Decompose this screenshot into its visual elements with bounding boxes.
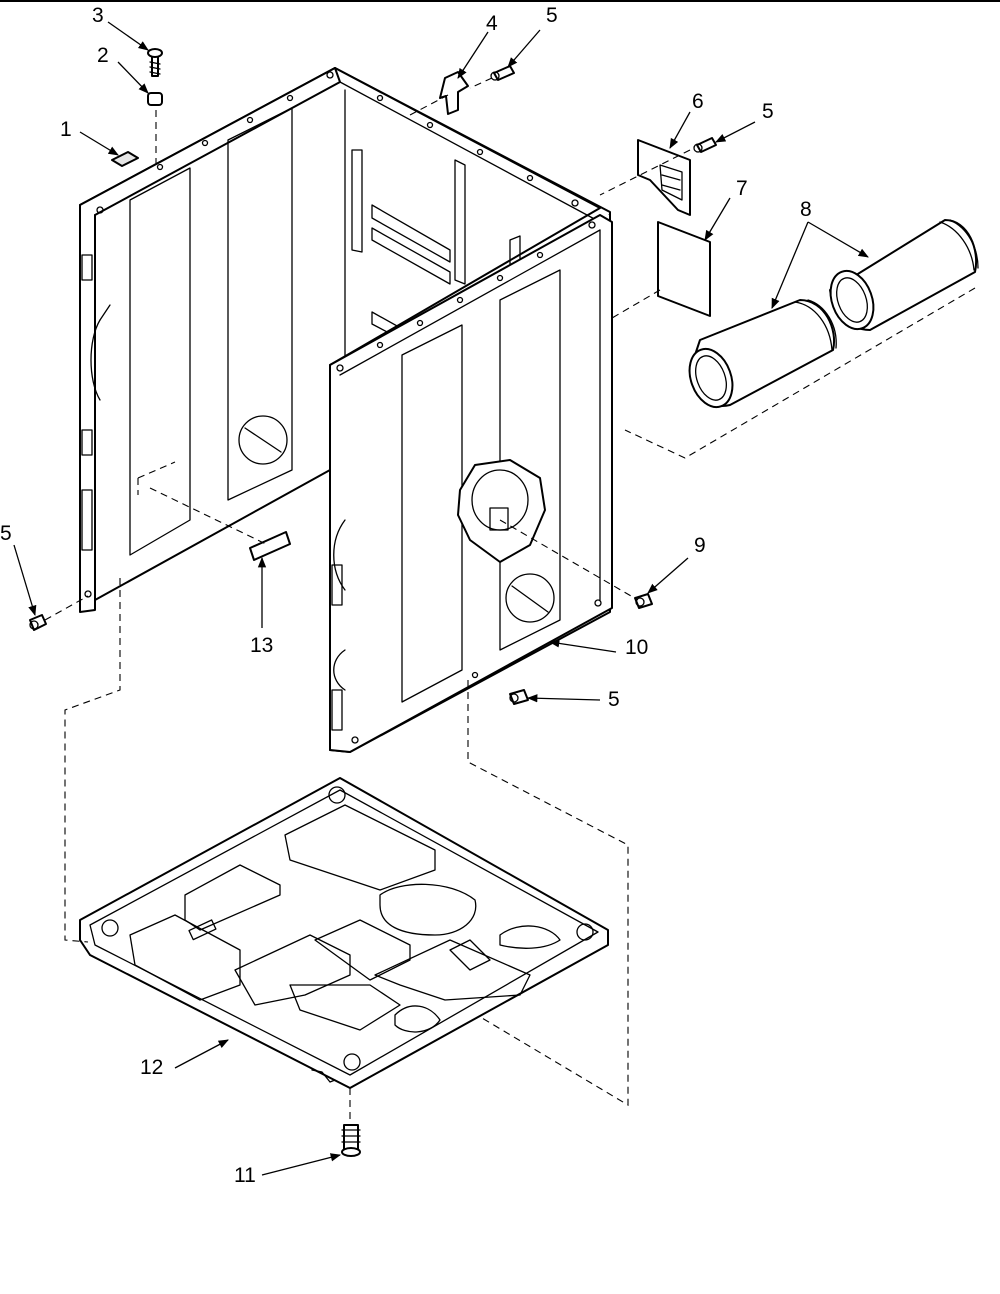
callout-5-bottom: 5 (608, 688, 620, 711)
part-4-bracket (439, 71, 469, 115)
part-5-screw-bottom (509, 689, 529, 705)
part-8-tubes (688, 219, 979, 409)
part-1-clip (111, 151, 139, 167)
callout-8: 8 (800, 198, 812, 221)
base-12 (79, 777, 609, 1089)
part-7-plate (657, 221, 711, 317)
part-5-screw-right (693, 137, 717, 153)
part-6-cover (637, 139, 691, 216)
part-13-label (249, 531, 291, 561)
callout-5-right: 5 (762, 100, 774, 123)
part-9-screw (634, 593, 653, 609)
callout-2: 2 (97, 44, 109, 67)
callout-9: 9 (694, 534, 706, 557)
leader-lines (13, 21, 869, 1176)
alignment-lines (44, 77, 976, 1125)
callout-6: 6 (692, 90, 704, 113)
callout-5-top: 5 (546, 4, 558, 27)
callout-labels: 1 2 3 4 5 6 5 7 8 5 9 13 10 5 12 11 (0, 4, 812, 1187)
callout-12: 12 (140, 1056, 163, 1079)
callout-1: 1 (60, 118, 72, 141)
part-2-nut (147, 92, 163, 106)
part-11-leg (341, 1124, 361, 1157)
callout-7: 7 (736, 177, 748, 200)
callout-4: 4 (486, 12, 498, 35)
part-5-screw-left (29, 614, 47, 631)
callout-3: 3 (92, 4, 104, 27)
part-3-screw (147, 48, 163, 77)
callout-13: 13 (250, 634, 273, 657)
callout-5-left: 5 (0, 522, 12, 545)
callout-11: 11 (234, 1164, 256, 1187)
side-panel-10 (329, 214, 613, 753)
part-5-screw-top (490, 65, 515, 81)
callout-10: 10 (625, 636, 648, 659)
